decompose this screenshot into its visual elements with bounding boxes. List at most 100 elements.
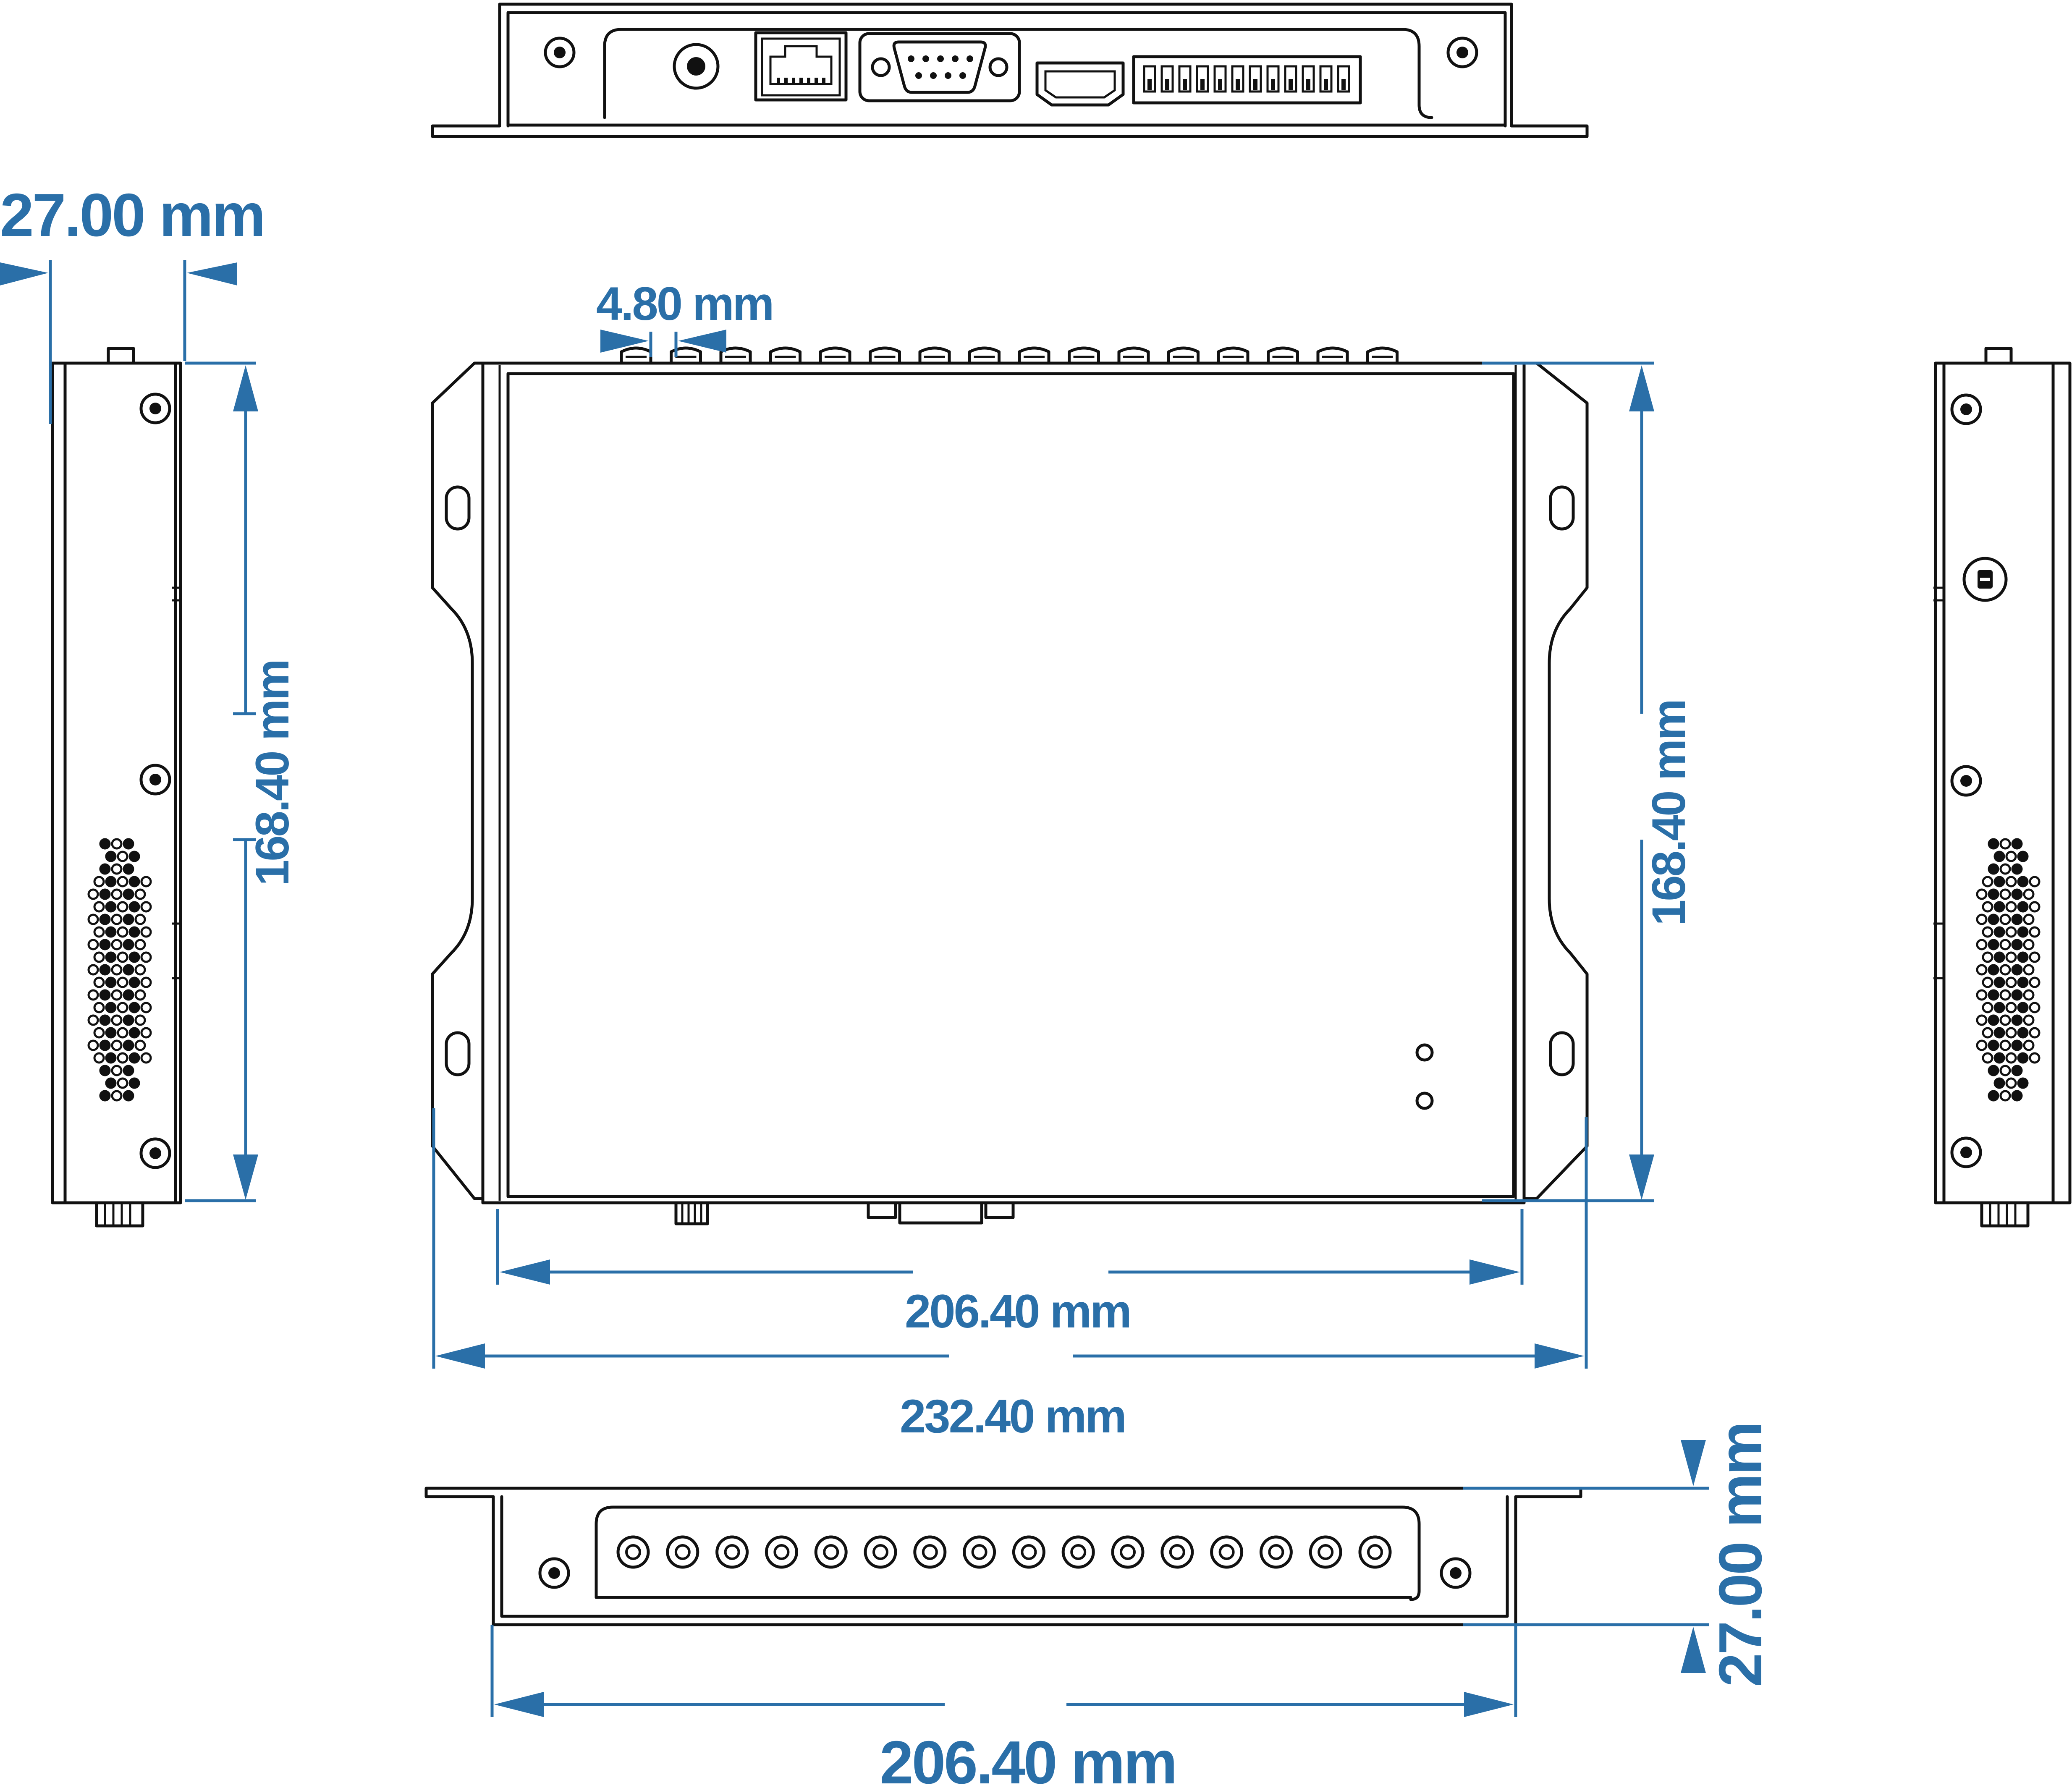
vent-hole [2023, 1014, 2035, 1026]
vent-hole [2023, 939, 2035, 950]
vent-hole [123, 964, 134, 976]
vent-hole [123, 1065, 134, 1076]
vent-hole [1988, 914, 1999, 925]
vent-hole [1982, 876, 1993, 887]
vent-hole [1976, 888, 1988, 900]
vent-hole [2005, 851, 2017, 862]
vent-hole [111, 914, 123, 925]
vent-hole [117, 1052, 128, 1064]
vent-hole [134, 888, 146, 900]
vent-hole [87, 888, 99, 900]
vent-hole [128, 851, 140, 862]
mount-slot-top-left [445, 485, 471, 531]
vent-hole [99, 964, 111, 976]
vent-hole [87, 1039, 99, 1051]
vent-hole [111, 863, 123, 875]
vent-hole [2011, 1090, 2023, 1102]
vent-hole [2029, 926, 2041, 938]
vent-hole [2029, 951, 2041, 963]
vent-hole [1976, 1039, 1988, 1051]
vent-hole [123, 914, 134, 925]
vent-hole [1976, 914, 1988, 925]
vent-hole [1999, 1065, 2011, 1076]
vent-hole [1988, 838, 1999, 850]
vent-hole [1982, 976, 1993, 988]
vent-hole [134, 914, 146, 925]
main-top-view [431, 346, 1589, 1225]
vent-hole [1993, 1027, 2005, 1039]
vent-hole [140, 926, 152, 938]
vent-hole [128, 1002, 140, 1013]
vent-hole [111, 888, 123, 900]
front-io-port [1061, 1535, 1095, 1569]
vent-hole [140, 1052, 152, 1064]
vent-hole [2011, 838, 2023, 850]
front-io-port [715, 1535, 749, 1569]
vent-hole [105, 1077, 117, 1089]
vent-hole [87, 914, 99, 925]
bottom-edge-connector [867, 1201, 1015, 1225]
vent-hole [111, 838, 123, 850]
dc-power-jack-icon [673, 43, 720, 90]
vent-hole [123, 863, 134, 875]
vent-hole [134, 1014, 146, 1026]
vent-hole [1988, 964, 1999, 976]
vent-hole [1999, 838, 2011, 850]
vent-hole [111, 989, 123, 1001]
vent-hole [2005, 1077, 2017, 1089]
vent-hole [105, 851, 117, 862]
vent-hole [123, 1090, 134, 1102]
vent-hole [1982, 1027, 1993, 1039]
vent-hole [140, 1002, 152, 1013]
vent-hole [1993, 951, 2005, 963]
top-edge-port [1217, 346, 1249, 365]
vent-hole [105, 926, 117, 938]
vent-hole [93, 901, 105, 913]
vent-hole [99, 888, 111, 900]
front-io-port [666, 1535, 699, 1569]
vent-hole [87, 1014, 99, 1026]
right-antenna-bottom [1980, 1201, 2030, 1228]
vent-hole [1976, 964, 1988, 976]
vent-hole [99, 914, 111, 925]
vent-hole [2023, 888, 2035, 900]
vent-hole [140, 976, 152, 988]
vent-hole [128, 926, 140, 938]
right-vent-grille [1976, 838, 2041, 1102]
vent-hole [99, 838, 111, 850]
terminal-pin [1302, 65, 1315, 93]
left-screw-bottom [139, 1137, 171, 1169]
vent-hole [87, 989, 99, 1001]
vent-hole [1993, 851, 2005, 862]
vent-hole [123, 888, 134, 900]
vent-hole [2005, 876, 2017, 887]
vent-hole [2029, 901, 2041, 913]
vent-hole [2005, 1027, 2017, 1039]
vent-hole [1999, 939, 2011, 950]
vent-hole [2005, 951, 2017, 963]
vent-hole [105, 1002, 117, 1013]
vent-hole [1999, 914, 2011, 925]
vent-hole [2011, 1014, 2023, 1026]
vent-hole [111, 939, 123, 950]
vent-hole [140, 951, 152, 963]
vent-hole [2017, 1052, 2029, 1064]
vent-hole [1988, 1065, 1999, 1076]
top-edge-port [968, 346, 1001, 365]
terminal-pin [1231, 65, 1244, 93]
terminal-pin [1213, 65, 1227, 93]
vent-hole [140, 876, 152, 887]
left-side-view [51, 347, 182, 1228]
vent-hole [105, 876, 117, 887]
vent-hole [134, 1039, 146, 1051]
top-edge-port [719, 346, 752, 365]
vent-hole [1999, 1014, 2011, 1026]
vent-hole [2017, 901, 2029, 913]
vent-hole [2029, 976, 2041, 988]
vent-hole [105, 976, 117, 988]
vent-hole [111, 1065, 123, 1076]
vent-hole [1976, 939, 1988, 950]
left-vent-grille [87, 838, 152, 1102]
vent-hole [2029, 876, 2041, 887]
front-io-port [814, 1535, 848, 1569]
